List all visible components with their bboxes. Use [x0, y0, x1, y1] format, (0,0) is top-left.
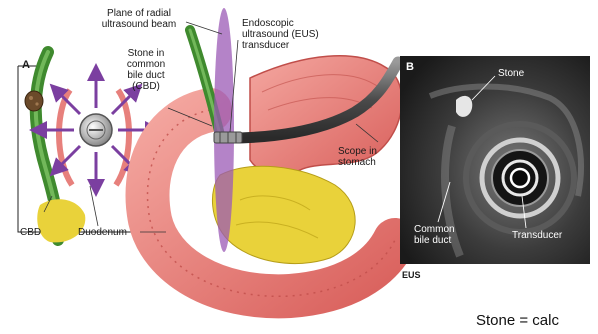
caption-text: Stone = calc: [476, 312, 559, 329]
label-scope-stomach: Scope in stomach: [338, 146, 377, 168]
label-stone-cbd-line4: (CBD): [118, 81, 174, 92]
label-scope-line1: Scope in: [338, 146, 377, 157]
label-eus-common-bile-duct: Common bile duct: [414, 224, 455, 246]
label-cbd: CBD: [20, 227, 41, 238]
panel-b-letter: B: [406, 62, 414, 73]
label-eus-transducer-b: Transducer: [512, 230, 562, 241]
label-stone-cbd: Stone in common bile duct (CBD): [118, 48, 174, 92]
label-eus-line1: Endoscopic: [242, 18, 319, 29]
label-eus-line3: transducer: [242, 40, 319, 51]
label-eus-stone: Stone: [498, 68, 524, 79]
panel-a-letter: A: [22, 60, 30, 71]
radial-beam-plane: [214, 8, 234, 252]
stomach: [250, 56, 402, 175]
label-plane-beam-line2: ultrasound beam: [84, 19, 194, 30]
pancreas-fat: [212, 166, 355, 263]
label-stone-cbd-line1: Stone in: [118, 48, 174, 59]
label-eus-common-line2: bile duct: [414, 235, 455, 246]
label-stone-cbd-line2: common: [118, 59, 174, 70]
label-scope-line2: stomach: [338, 157, 377, 168]
label-plane-beam: Plane of radial ultrasound beam: [84, 8, 194, 30]
label-eus-common-line1: Common: [414, 224, 455, 235]
label-stone-cbd-line3: bile duct: [118, 70, 174, 81]
label-eus-caption: EUS: [402, 270, 421, 281]
label-plane-beam-line1: Plane of radial: [84, 8, 194, 19]
label-eus-line2: ultrasound (EUS): [242, 29, 319, 40]
label-eus-transducer: Endoscopic ultrasound (EUS) transducer: [242, 18, 319, 51]
label-duodenum: Duodenum: [78, 227, 127, 238]
inset-stone: [25, 91, 43, 111]
